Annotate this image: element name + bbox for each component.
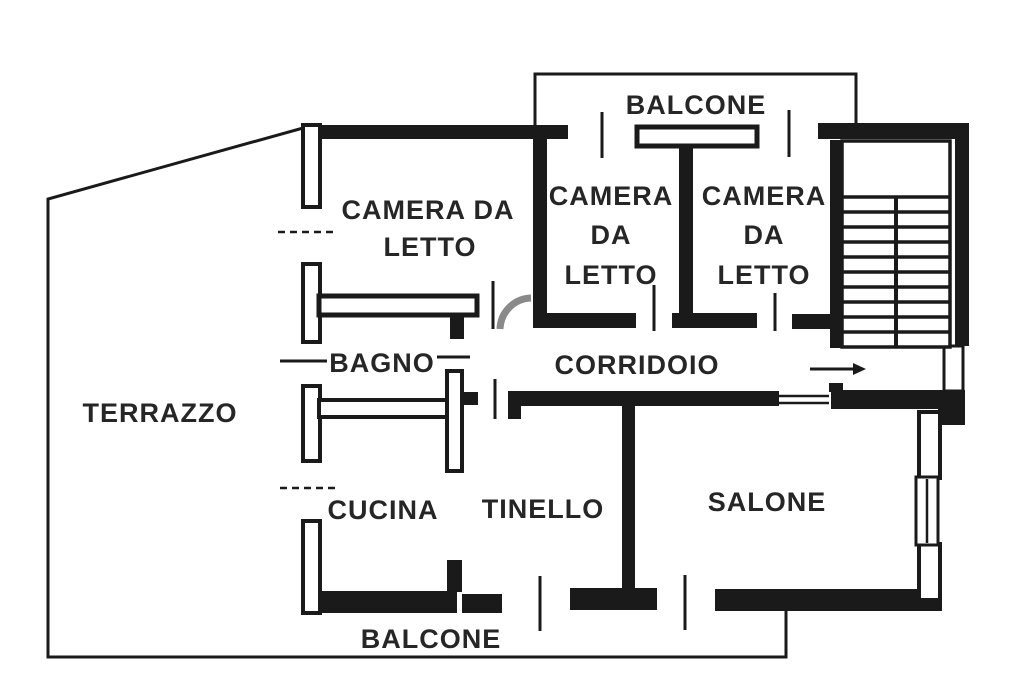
- room-label-camera-da-letto-3-line1: CAMERA: [702, 181, 827, 211]
- room-label-camera-da-letto-2-line1: CAMERA: [549, 181, 674, 211]
- entrance-direction-arrow-icon: [810, 363, 866, 375]
- stairwell-window: [942, 344, 965, 393]
- staircase-icon: [840, 139, 952, 349]
- room-label-cucina: CUCINA: [328, 495, 439, 525]
- room-label-tinello: TINELLO: [482, 494, 605, 524]
- room-label-camera-da-letto-2-line2: DA: [591, 220, 632, 250]
- room-label-balcone-top: BALCONE: [626, 90, 767, 120]
- room-label-terrazzo: TERRAZZO: [83, 398, 238, 428]
- apartment-walls: [303, 123, 969, 613]
- room-label-salone: SALONE: [708, 487, 827, 517]
- window-sill-balcone-top: [634, 124, 760, 149]
- salone-window: [914, 475, 940, 547]
- terrazzo-and-balcony-outline: [46, 72, 858, 659]
- room-label-camera-da-letto-2-line3: LETTO: [564, 260, 657, 290]
- room-label-balcone-bottom: BALCONE: [361, 624, 502, 654]
- room-label-bagno: BAGNO: [329, 348, 435, 378]
- room-label-camera-da-letto-1-line2: LETTO: [383, 232, 476, 262]
- room-label-camera-da-letto-3-line3: LETTO: [717, 260, 810, 290]
- room-label-camera-da-letto-1-line1: CAMERA DA: [342, 195, 515, 225]
- room-labels: TERRAZZO CAMERA DA LETTO BALCONE CAMERA …: [83, 90, 827, 654]
- door-opening-marks: [278, 110, 829, 631]
- room-label-camera-da-letto-3-line2: DA: [744, 220, 785, 250]
- room-label-corridoio: CORRIDOIO: [554, 350, 719, 380]
- door-swing-shadow: [496, 294, 532, 330]
- outlined-walls-and-windows: [301, 123, 965, 615]
